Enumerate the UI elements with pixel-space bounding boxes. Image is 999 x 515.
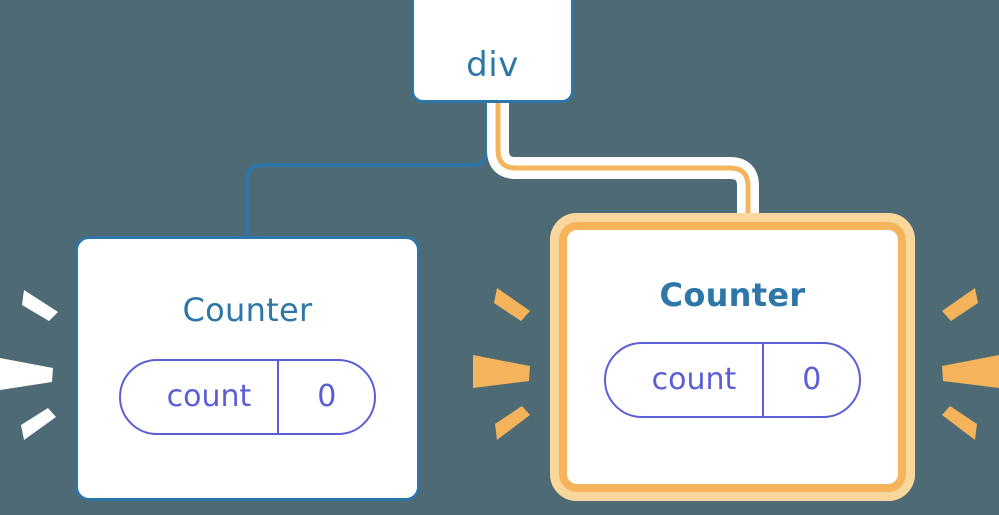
burst-ray-middle (473, 355, 530, 388)
node-counter-right[interactable]: Counter count 0 (550, 213, 915, 501)
burst-ray-lower (495, 406, 530, 440)
state-key-left: count (166, 379, 252, 414)
state-key-right: count (651, 362, 737, 397)
burst-ray-upper (942, 288, 978, 321)
connector-div-to-right-counter (495, 100, 751, 232)
connector-div-to-left-counter (245, 101, 489, 238)
burst-ray-lower (21, 408, 56, 440)
burst-right-counter-right (942, 288, 999, 440)
connector-div-to-right-counter-outline (487, 100, 759, 232)
state-pill-left[interactable]: count 0 (118, 359, 377, 435)
node-counter-left-title: Counter (182, 291, 313, 329)
node-counter-right-title: Counter (659, 276, 806, 314)
burst-ray-upper (494, 288, 530, 321)
burst-ray-upper (22, 290, 58, 321)
state-value-left: 0 (277, 361, 374, 433)
burst-ray-middle (942, 355, 999, 388)
burst-ray-lower (942, 406, 977, 440)
state-pill-right[interactable]: count 0 (603, 342, 862, 418)
node-div[interactable]: div (411, 0, 574, 103)
state-value-right: 0 (762, 344, 859, 416)
node-counter-left[interactable]: Counter count 0 (75, 236, 420, 501)
burst-left-counter-left (0, 290, 58, 440)
burst-ray-middle (0, 358, 53, 390)
node-div-label: div (466, 45, 519, 85)
burst-right-counter-left (473, 288, 530, 440)
